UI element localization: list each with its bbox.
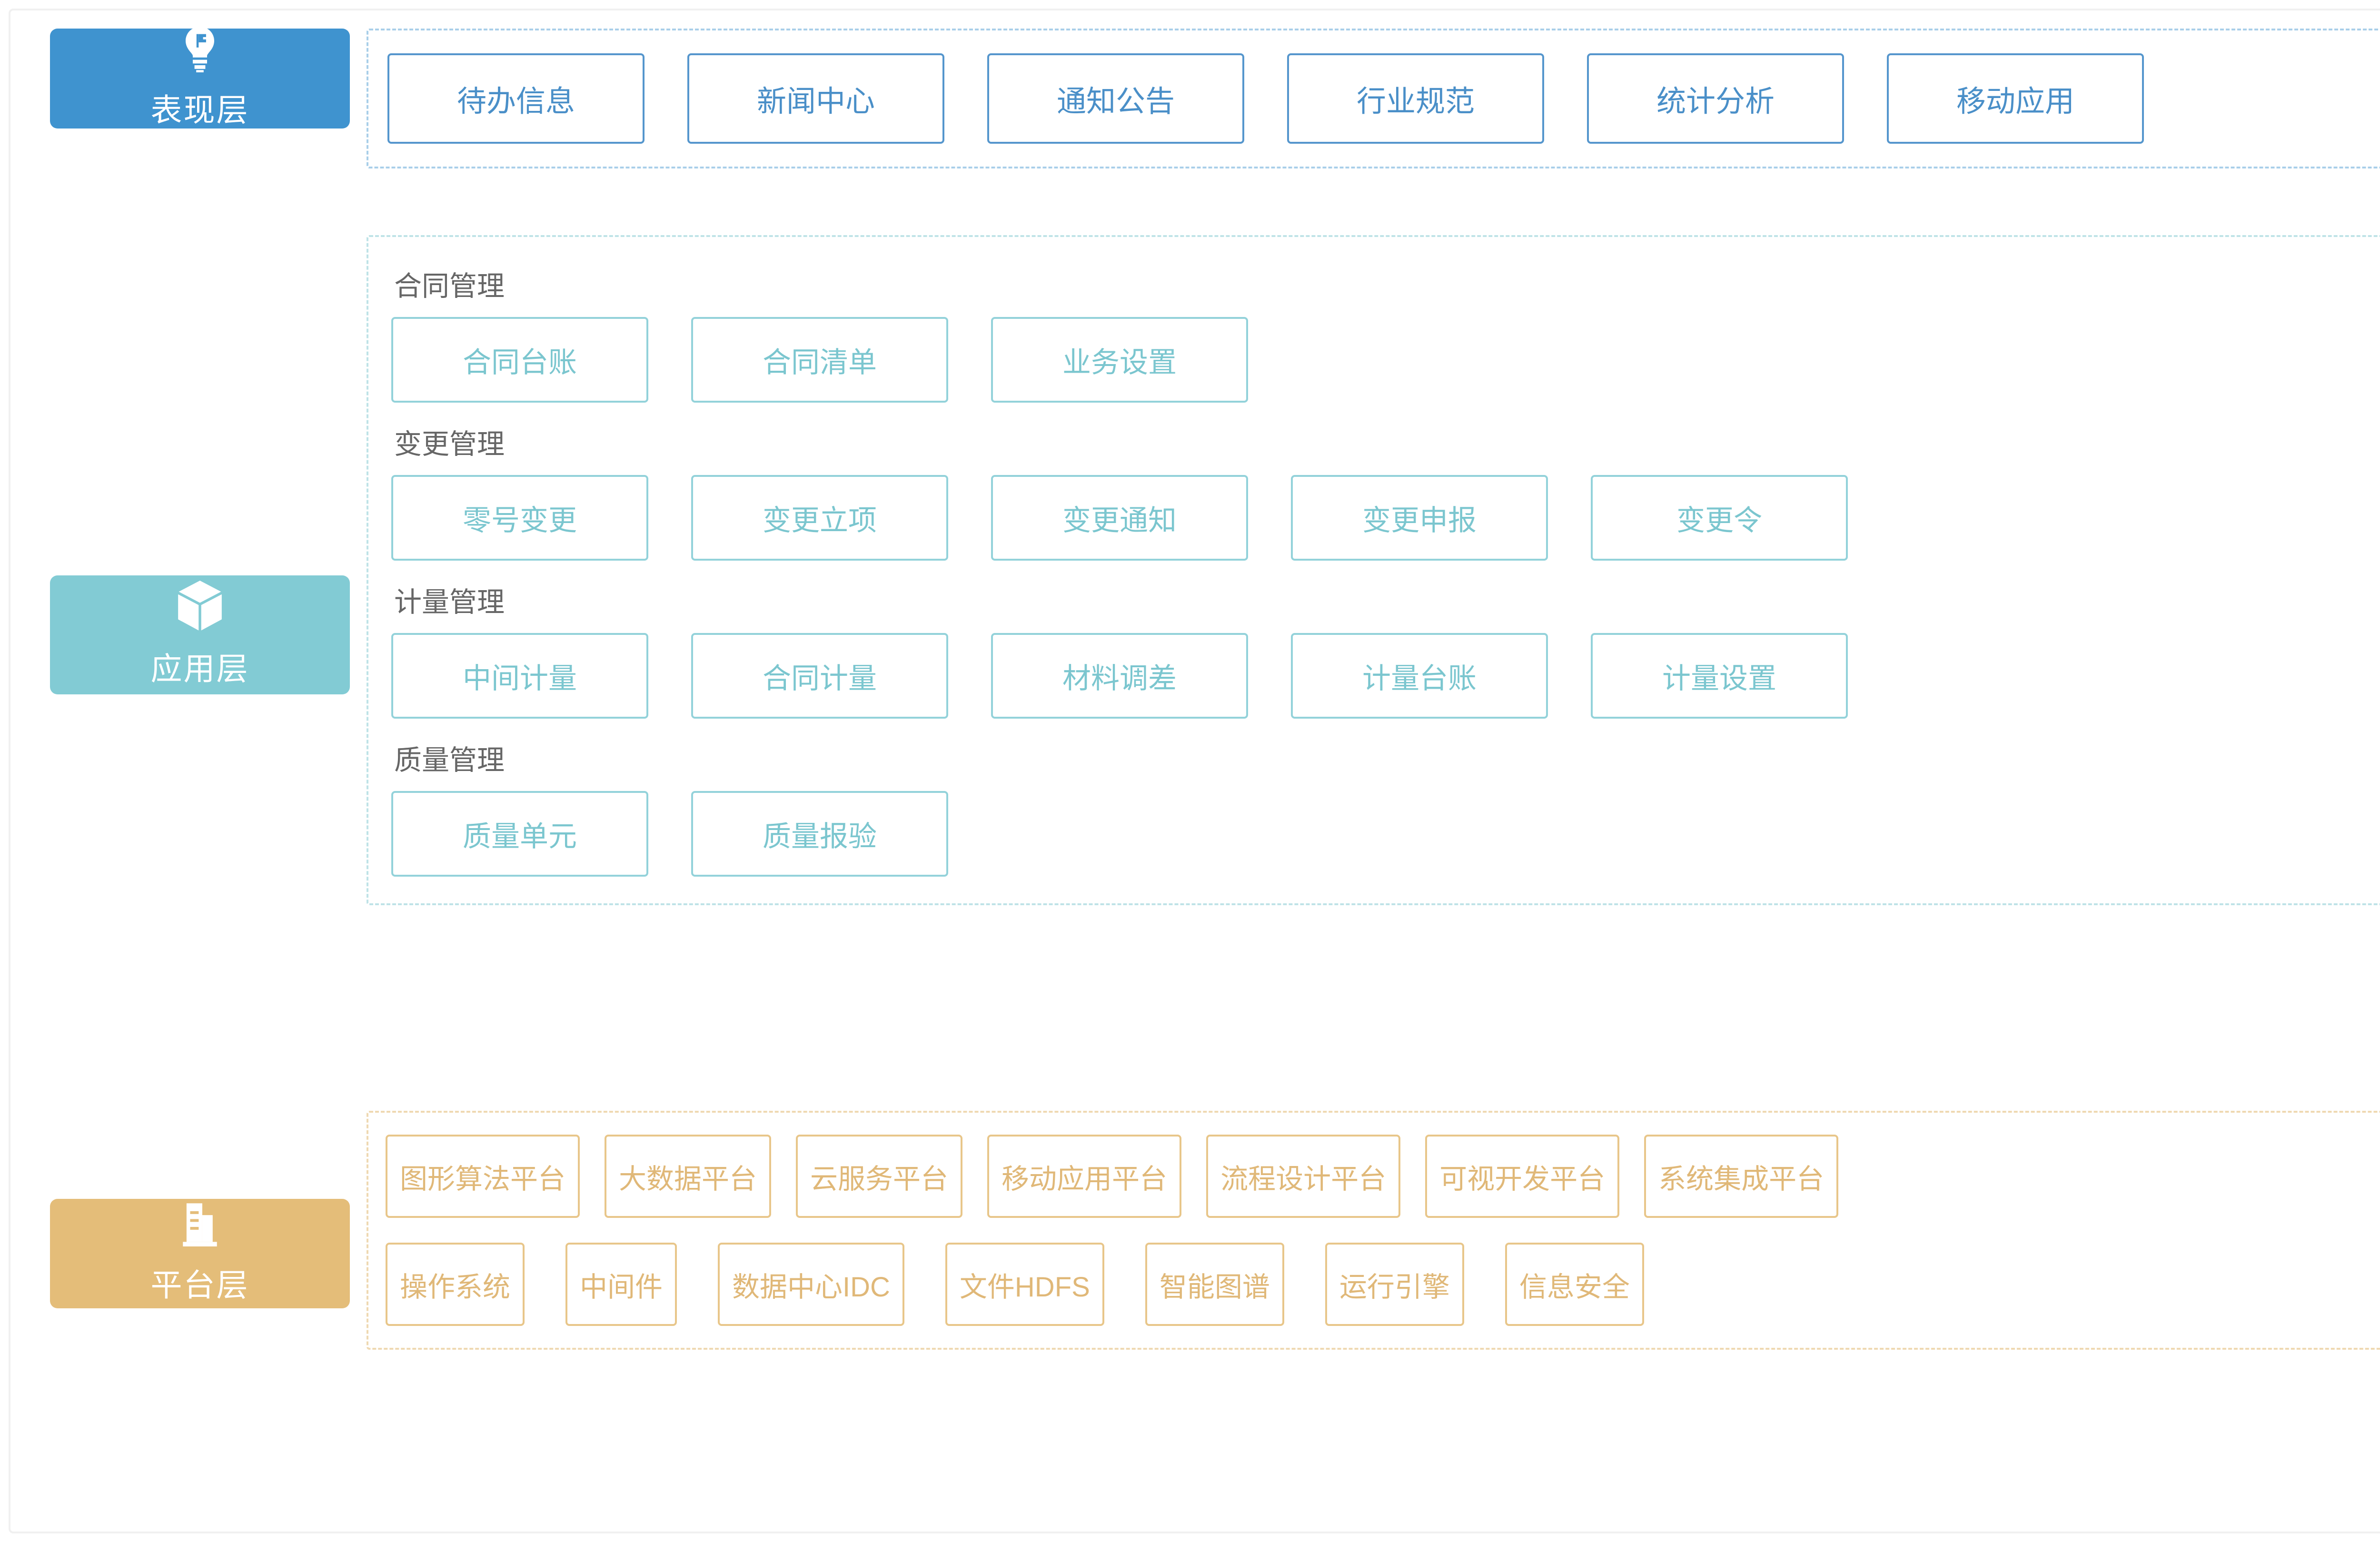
building-icon: [179, 1202, 220, 1247]
module-button[interactable]: 质量单元: [391, 791, 648, 877]
module-button[interactable]: 操作系统: [386, 1243, 525, 1326]
platform-button-row: 操作系统 中间件 数据中心IDC 文件HDFS 智能图谱 运行引擎 信息安全: [386, 1243, 2380, 1326]
module-button[interactable]: 合同清单: [691, 317, 948, 403]
layer-label-platform: 平台层: [150, 1267, 249, 1303]
application-badge-col: 应用层: [33, 235, 367, 1035]
module-button[interactable]: 移动应用: [1887, 53, 2144, 144]
presentation-badge-col: 表现层: [33, 27, 367, 128]
module-button[interactable]: 变更通知: [991, 475, 1248, 561]
module-button[interactable]: 计量设置: [1591, 633, 1848, 719]
module-button[interactable]: 信息安全: [1505, 1243, 1644, 1326]
group-title: 计量管理: [394, 587, 505, 618]
module-button-row: 质量单元 质量报验: [391, 791, 2380, 877]
layered-architecture-diagram: 表现层 待办信息 新闻中心 通知公告 行业规范 统计分析 移动应用: [33, 27, 2380, 1513]
module-button[interactable]: 智能图谱: [1145, 1243, 1284, 1326]
module-button[interactable]: 文件HDFS: [945, 1243, 1104, 1326]
platform-modules-container: 图形算法平台 大数据平台 云服务平台 移动应用平台 流程设计平台 可视开发平台 …: [367, 1111, 2380, 1350]
lightbulb-icon: [181, 27, 218, 72]
module-button[interactable]: 流程设计平台: [1206, 1135, 1401, 1218]
module-button[interactable]: 移动应用平台: [987, 1135, 1182, 1218]
layer-label-application: 应用层: [150, 651, 249, 686]
module-button[interactable]: 质量报验: [691, 791, 948, 877]
module-button[interactable]: 零号变更: [391, 475, 648, 561]
presentation-button-row: 待办信息 新闻中心 通知公告 行业规范 统计分析 移动应用: [387, 53, 2380, 144]
module-group: 质量管理 质量单元 质量报验: [391, 738, 2380, 877]
group-title: 变更管理: [394, 429, 505, 460]
platform-badge-col: 平台层: [33, 1111, 367, 1396]
module-button-row: 中间计量 合同计量 材料调差 计量台账 计量设置: [391, 633, 2380, 719]
presentation-layer-row: 表现层 待办信息 新闻中心 通知公告 行业规范 统计分析 移动应用: [33, 27, 2380, 168]
layer-badge-application[interactable]: 应用层: [50, 575, 350, 694]
module-group: 变更管理 零号变更 变更立项 变更通知 变更申报 变更令: [391, 422, 2380, 561]
layer-spacer: [33, 1035, 2380, 1111]
module-button[interactable]: 通知公告: [987, 53, 1244, 144]
group-title: 合同管理: [394, 271, 505, 302]
module-button[interactable]: 材料调差: [991, 633, 1248, 719]
module-button[interactable]: 变更令: [1591, 475, 1848, 561]
module-button[interactable]: 系统集成平台: [1644, 1135, 1839, 1218]
module-button[interactable]: 统计分析: [1587, 53, 1844, 144]
module-button-row: 零号变更 变更立项 变更通知 变更申报 变更令: [391, 475, 2380, 561]
module-button[interactable]: 中间计量: [391, 633, 648, 719]
module-button[interactable]: 云服务平台: [796, 1135, 963, 1218]
module-button[interactable]: 变更立项: [691, 475, 948, 561]
module-button[interactable]: 待办信息: [387, 53, 645, 144]
application-layer-row: 应用层 合同管理 合同台账 合同清单 业务设置 变更管理: [33, 235, 2380, 1035]
module-button[interactable]: 业务设置: [991, 317, 1248, 403]
module-button[interactable]: 合同计量: [691, 633, 948, 719]
module-button[interactable]: 数据中心IDC: [718, 1243, 904, 1326]
module-group: 计量管理 中间计量 合同计量 材料调差 计量台账 计量设置: [391, 580, 2380, 719]
platform-button-row: 图形算法平台 大数据平台 云服务平台 移动应用平台 流程设计平台 可视开发平台 …: [386, 1135, 2380, 1218]
platform-layer-row: 平台层 图形算法平台 大数据平台 云服务平台 移动应用平台 流程设计平台 可视开…: [33, 1111, 2380, 1396]
module-button-row: 合同台账 合同清单 业务设置: [391, 317, 2380, 403]
module-button[interactable]: 可视开发平台: [1425, 1135, 1620, 1218]
module-button[interactable]: 合同台账: [391, 317, 648, 403]
module-button[interactable]: 运行引擎: [1325, 1243, 1464, 1326]
module-button[interactable]: 变更申报: [1291, 475, 1548, 561]
module-group: 合同管理 合同台账 合同清单 业务设置: [391, 264, 2380, 403]
layer-badge-platform[interactable]: 平台层: [50, 1199, 350, 1308]
cube-icon: [177, 581, 223, 631]
layer-spacer: [33, 168, 2380, 235]
module-button[interactable]: 图形算法平台: [386, 1135, 580, 1218]
layer-badge-presentation[interactable]: 表现层: [50, 27, 350, 128]
module-button[interactable]: 新闻中心: [687, 53, 944, 144]
module-button[interactable]: 计量台账: [1291, 633, 1548, 719]
application-modules-container: 合同管理 合同台账 合同清单 业务设置 变更管理 零号变更 变更立项 变更通知 …: [367, 235, 2380, 905]
module-button[interactable]: 中间件: [565, 1243, 677, 1326]
presentation-modules-container: 待办信息 新闻中心 通知公告 行业规范 统计分析 移动应用: [367, 29, 2380, 168]
module-button[interactable]: 大数据平台: [605, 1135, 772, 1218]
module-button[interactable]: 行业规范: [1287, 53, 1544, 144]
layer-label-presentation: 表现层: [150, 92, 249, 128]
group-title: 质量管理: [394, 745, 505, 776]
